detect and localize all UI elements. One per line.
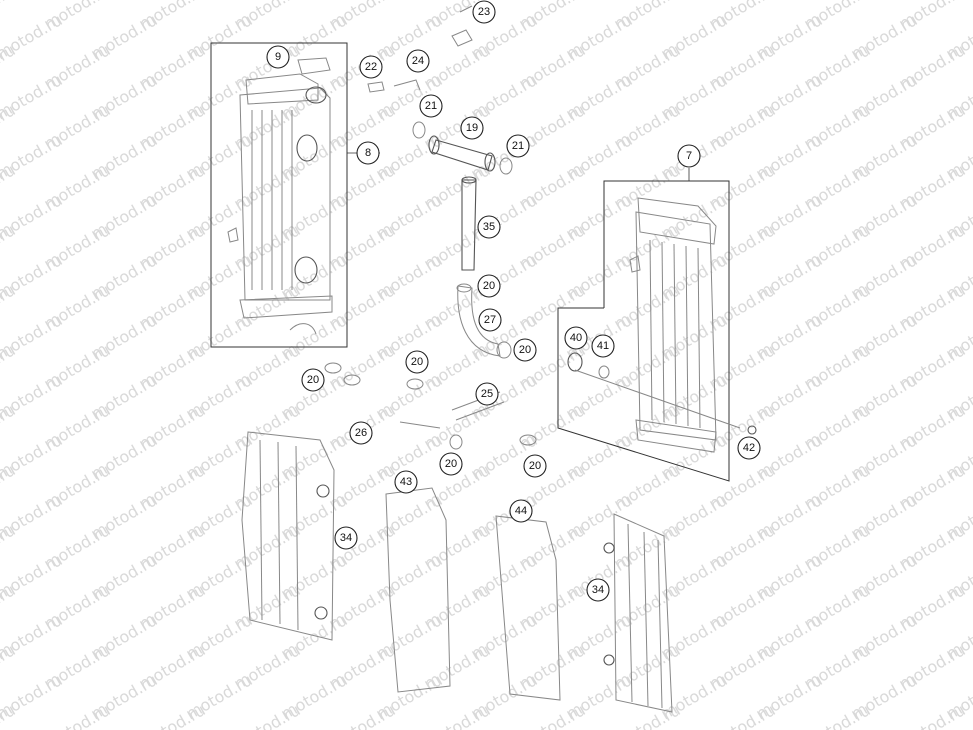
watermark-text: motod.ru — [136, 700, 209, 730]
callout-24: 24 — [406, 49, 430, 73]
svg-text:41: 41 — [597, 340, 609, 352]
watermark-text: motod.ru — [0, 0, 19, 33]
svg-text:35: 35 — [483, 221, 495, 233]
callout-34: 34 — [586, 578, 610, 602]
svg-text:19: 19 — [466, 122, 478, 134]
callout-26: 26 — [349, 421, 373, 445]
watermark-text: motod.ru — [801, 700, 874, 730]
louvers — [241, 431, 673, 713]
svg-text:34: 34 — [592, 584, 604, 596]
watermark-text: motod.ru — [41, 700, 114, 730]
callout-35: 35 — [477, 215, 501, 239]
callout-19: 19 — [460, 116, 484, 140]
svg-text:20: 20 — [519, 344, 531, 356]
callout-7: 7 — [677, 144, 701, 168]
svg-text:40: 40 — [570, 332, 582, 344]
svg-text:25: 25 — [481, 388, 493, 400]
svg-text:8: 8 — [365, 147, 371, 159]
callout-41: 41 — [591, 334, 615, 358]
svg-text:20: 20 — [411, 356, 423, 368]
callout-20: 20 — [439, 452, 463, 476]
callout-20: 20 — [513, 338, 537, 362]
watermark-text: motod.ru — [231, 700, 304, 730]
callout-20: 20 — [405, 350, 429, 374]
frame-radiator-right — [557, 180, 730, 482]
callout-20: 20 — [477, 274, 501, 298]
radiator-right — [557, 180, 757, 482]
svg-text:21: 21 — [512, 140, 524, 152]
svg-text:20: 20 — [529, 460, 541, 472]
svg-text:22: 22 — [365, 61, 377, 73]
callout-23: 23 — [472, 0, 496, 24]
callout-44: 44 — [509, 499, 533, 523]
svg-text:34: 34 — [340, 532, 352, 544]
svg-text:20: 20 — [307, 374, 319, 386]
watermark-text: motod.ru — [421, 700, 494, 730]
svg-text:20: 20 — [445, 458, 457, 470]
watermark-text: motod.ru — [326, 700, 399, 730]
callout-25: 25 — [475, 382, 499, 406]
gaskets — [385, 487, 561, 701]
callout-34: 34 — [334, 526, 358, 550]
svg-text:21: 21 — [425, 100, 437, 112]
svg-text:26: 26 — [355, 427, 367, 439]
watermark-text: motod.ru — [516, 700, 589, 730]
callout-42: 42 — [737, 436, 761, 460]
svg-text:20: 20 — [483, 280, 495, 292]
svg-text:27: 27 — [484, 314, 496, 326]
callout-20: 20 — [301, 368, 325, 392]
callout-21: 21 — [506, 134, 530, 158]
callout-9: 9 — [266, 45, 290, 69]
svg-text:24: 24 — [412, 55, 424, 67]
watermark-text: motod.ru — [706, 700, 779, 730]
watermark-text: motod.ru — [611, 700, 684, 730]
callout-27: 27 — [478, 308, 502, 332]
callout-43: 43 — [394, 470, 418, 494]
callout-20: 20 — [523, 454, 547, 478]
svg-text:42: 42 — [743, 442, 755, 454]
callout-40: 40 — [564, 326, 588, 350]
callout-8: 8 — [356, 141, 380, 165]
callout-22: 22 — [359, 55, 383, 79]
svg-text:44: 44 — [515, 505, 527, 517]
radiator-left — [210, 42, 348, 348]
frame-radiator-left — [210, 42, 348, 348]
watermark-text: motod.ru — [896, 700, 969, 730]
callouts: 7 8 9 19 20 20 20 20 20 20 21 21 22 23 2… — [266, 0, 761, 602]
hoses — [324, 5, 537, 450]
svg-text:7: 7 — [686, 150, 692, 162]
svg-text:9: 9 — [275, 51, 281, 63]
svg-text:23: 23 — [478, 6, 490, 18]
svg-text:43: 43 — [400, 476, 412, 488]
callout-21: 21 — [419, 94, 443, 118]
